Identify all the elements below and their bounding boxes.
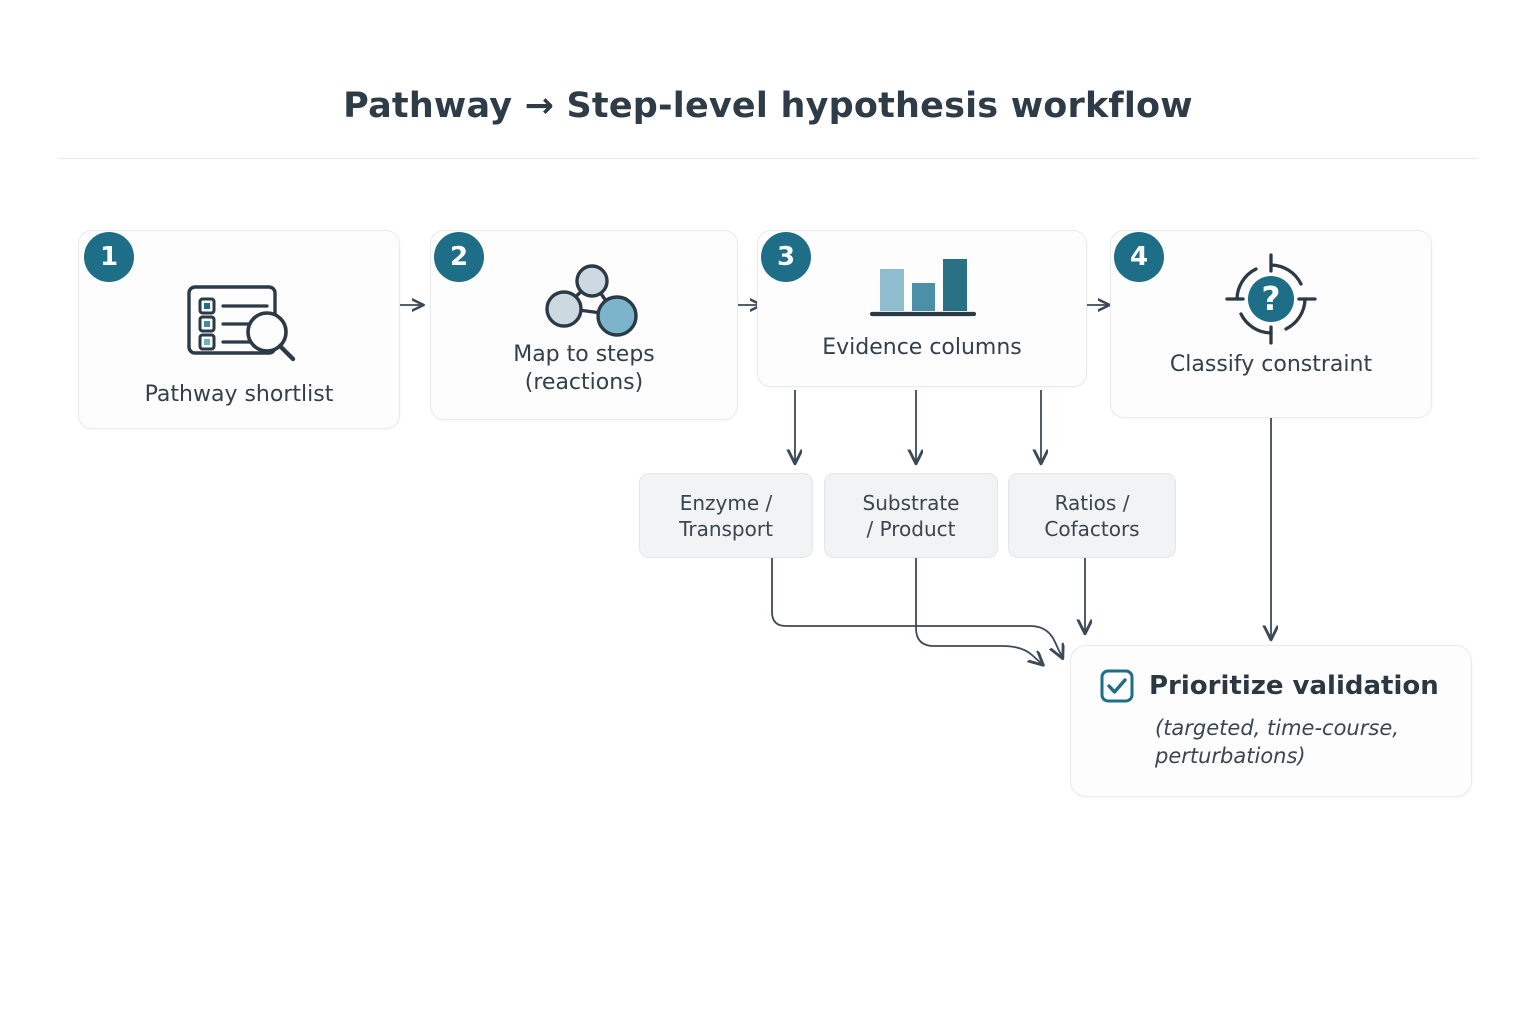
network-nodes-icon (431, 253, 737, 353)
arrow-enzyme-to-outcome (771, 555, 1062, 657)
evidence-box-substrate-product[interactable]: Substrate / Product (824, 473, 998, 558)
checkbox-checked-icon (1099, 668, 1135, 704)
page-title: Pathway → Step-level hypothesis workflow (343, 86, 1193, 126)
target-question-icon: ? (1111, 249, 1431, 349)
step-badge-2-number: 2 (449, 242, 469, 272)
step-badge-3: 3 (761, 232, 811, 282)
step-badge-3-number: 3 (776, 242, 796, 272)
evidence-enzyme-line1: Enzyme / (679, 490, 773, 515)
step-2-title: Map to steps (513, 342, 655, 367)
step-badge-4: 4 (1114, 232, 1164, 282)
step-card-4-label: Classify constraint (1111, 351, 1431, 379)
outcome-box[interactable]: Prioritize validation (targeted, time-co… (1070, 645, 1472, 797)
step-badge-1-number: 1 (99, 242, 119, 272)
step-card-3-label: Evidence columns (758, 334, 1086, 362)
step-2-subtitle: (reactions) (524, 369, 644, 395)
step-1-title: Pathway shortlist (144, 382, 334, 407)
evidence-enzyme-line2: Transport (679, 516, 773, 541)
step-4-title: Classify constraint (1169, 352, 1373, 377)
svg-text:?: ? (1261, 279, 1280, 318)
outcome-note: (targeted, time-course, perturbations) (1155, 716, 1399, 769)
evidence-ratios-line2: Cofactors (1044, 516, 1140, 541)
step-card-3[interactable]: Evidence columns (757, 230, 1087, 387)
list-search-icon (79, 277, 399, 363)
evidence-box-substrate-product-label: Substrate / Product (863, 490, 960, 542)
evidence-ratios-line1: Ratios / (1054, 490, 1130, 515)
step-badge-4-number: 4 (1129, 242, 1149, 272)
bar-chart-icon (758, 253, 1086, 325)
evidence-box-enzyme-transport-label: Enzyme / Transport (679, 490, 773, 542)
outcome-title: Prioritize validation (1149, 671, 1439, 701)
evidence-box-ratios-cofactors-label: Ratios / Cofactors (1044, 490, 1139, 542)
evidence-substrate-line1: Substrate (862, 490, 960, 515)
step-badge-1: 1 (84, 232, 134, 282)
evidence-box-ratios-cofactors[interactable]: Ratios / Cofactors (1008, 473, 1176, 558)
title-divider (58, 158, 1478, 159)
arrow-substrate-to-outcome (915, 555, 1042, 664)
outcome-header: Prioritize validation (1099, 668, 1439, 704)
step-badge-2: 2 (434, 232, 484, 282)
evidence-substrate-line2: / Product (866, 516, 956, 541)
step-card-1-label: Pathway shortlist (79, 381, 399, 409)
evidence-box-enzyme-transport[interactable]: Enzyme / Transport (639, 473, 813, 558)
step-3-title: Evidence columns (822, 335, 1022, 360)
step-card-2-label: Map to steps (reactions) (431, 341, 737, 396)
step-card-4[interactable]: ? Classify constraint (1110, 230, 1432, 418)
